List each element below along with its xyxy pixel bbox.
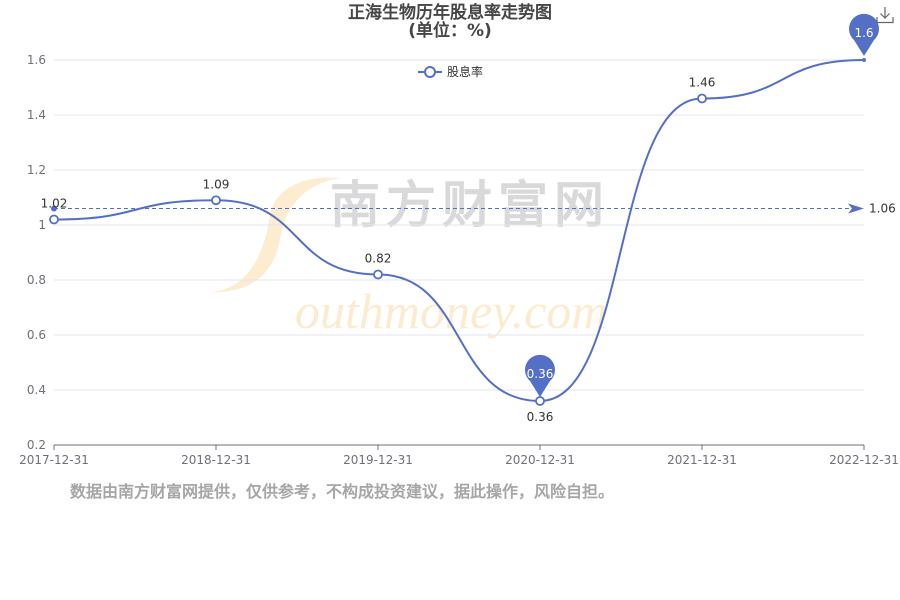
data-label: 1.02 <box>41 197 68 211</box>
mark-pin-label-min: 0.36 <box>527 367 554 381</box>
legend-label[interactable]: 股息率 <box>447 64 483 79</box>
watermark-en: outhmoney.com <box>295 283 607 339</box>
y-tick-label: 1.4 <box>27 108 46 122</box>
y-tick-label: 0.6 <box>27 328 46 342</box>
y-tick-label: 0.2 <box>27 438 46 452</box>
x-tick-label: 2020-12-31 <box>505 453 575 467</box>
y-tick-label: 1.2 <box>27 163 46 177</box>
mark-pin-label-max: 1.6 <box>854 26 873 40</box>
chart-title-line2: (单位：%) <box>408 21 492 41</box>
average-line-arrow <box>848 203 864 214</box>
download-icon[interactable] <box>876 6 894 24</box>
data-point <box>49 214 59 225</box>
data-label: 0.36 <box>527 410 554 424</box>
mark-pin-min <box>525 354 555 397</box>
watermark-logo-swoosh <box>210 177 340 293</box>
watermark-cn: 南方财富网 <box>330 176 610 234</box>
data-point <box>373 269 383 280</box>
chart-title: 正海生物历年股息率走势图 (单位：%) <box>0 4 900 40</box>
data-label: 1.46 <box>689 76 716 90</box>
data-point <box>211 195 221 206</box>
x-tick-label: 2021-12-31 <box>667 453 737 467</box>
x-tick-label: 2018-12-31 <box>181 453 251 467</box>
data-label: 0.82 <box>365 252 392 266</box>
x-tick-label: 2019-12-31 <box>343 453 413 467</box>
y-tick-label: 1.6 <box>27 53 46 67</box>
mark-pin-max <box>849 13 880 56</box>
data-point <box>535 396 545 406</box>
disclaimer-text: 数据由南方财富网提供，仅供参考，不构成投资建议，据此操作，风险自担。 <box>70 482 615 501</box>
legend-marker <box>424 66 436 78</box>
y-tick-label: 0.8 <box>27 273 46 287</box>
chart-title-line1: 正海生物历年股息率走势图 <box>348 3 552 23</box>
y-tick-label: 1 <box>38 218 46 232</box>
data-point <box>862 58 866 62</box>
data-label: 1.09 <box>203 177 230 191</box>
x-tick-label: 2017-12-31 <box>19 453 89 467</box>
y-tick-label: 0.4 <box>27 383 46 397</box>
x-tick-label: 2022-12-31 <box>829 453 899 467</box>
average-line-label: 1.06 <box>869 202 896 216</box>
data-point <box>697 93 707 104</box>
